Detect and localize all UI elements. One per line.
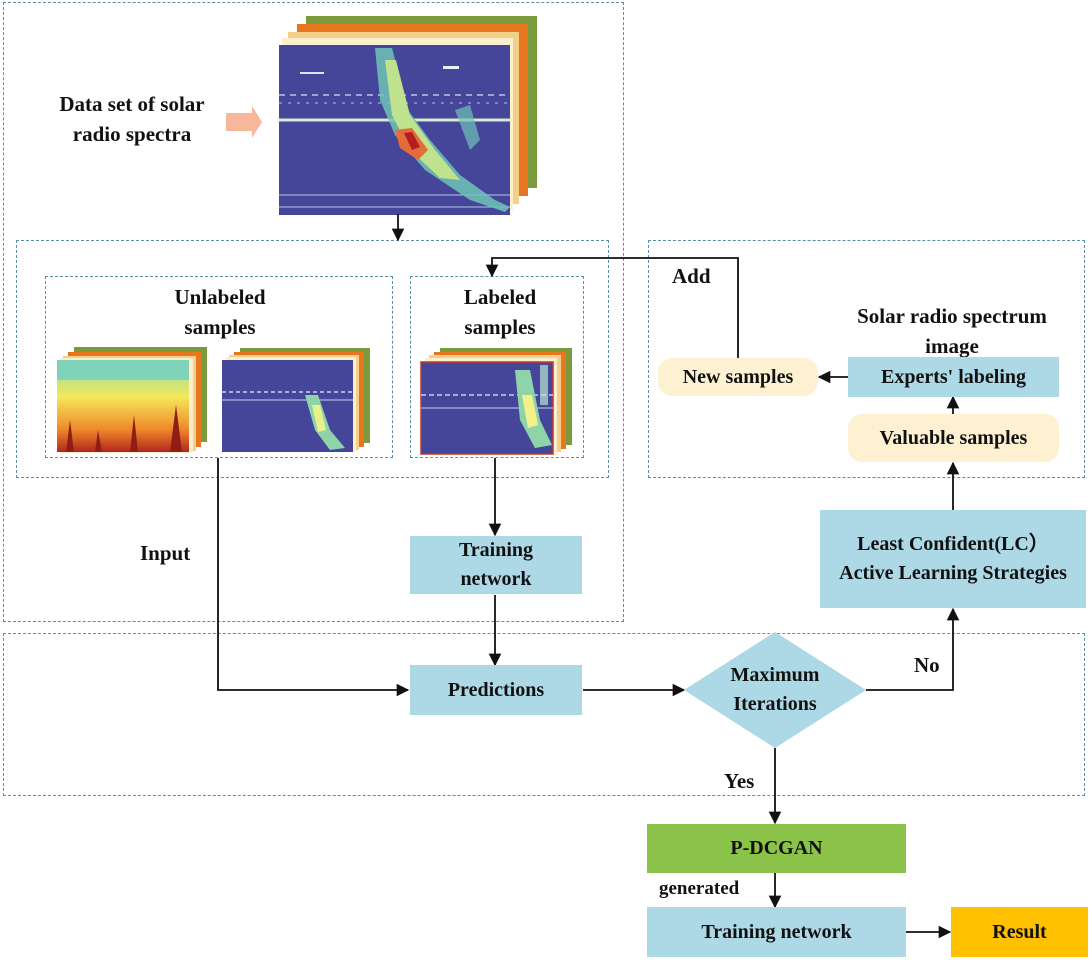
generated-label: generated bbox=[659, 878, 740, 899]
training-network-box-2: Training network bbox=[647, 907, 906, 957]
unlabeled-heatmap-stack bbox=[57, 347, 207, 453]
dataset-image-stack bbox=[279, 16, 537, 215]
labeling-region bbox=[648, 240, 1085, 478]
labeled-spectrum-stack bbox=[420, 348, 572, 455]
unlabeled-region bbox=[45, 276, 393, 458]
pdcgan-box: P-DCGAN bbox=[647, 824, 906, 873]
yes-label: Yes bbox=[724, 769, 755, 793]
training-network-box-1: Training network bbox=[410, 536, 582, 594]
iteration-region bbox=[3, 633, 1085, 796]
samples-region bbox=[16, 240, 609, 478]
predictions-box: Predictions bbox=[410, 665, 582, 715]
new-samples-cylinder: New samples bbox=[658, 358, 818, 396]
no-label: No bbox=[914, 653, 940, 677]
unlabeled-samples-title: Unlabeled samples bbox=[174, 285, 266, 339]
training-region bbox=[3, 2, 624, 622]
valuable-samples-cylinder: Valuable samples bbox=[848, 414, 1059, 462]
max-iterations-diamond bbox=[684, 632, 866, 748]
lc-strategy-box: Least Confident(LC）Active Learning Strat… bbox=[820, 510, 1086, 608]
labeled-samples-title: Labeled samples bbox=[463, 285, 537, 339]
right-arrow-icon bbox=[226, 106, 262, 138]
max-iterations-label: Maximum Iterations bbox=[730, 664, 820, 715]
experts-labeling-box: Experts' labeling bbox=[848, 357, 1059, 397]
dataset-label: Data set of solar radio spectra bbox=[59, 92, 205, 146]
solar-radio-image-label: Solar radio spectrum image bbox=[857, 304, 1047, 358]
input-label: Input bbox=[140, 541, 191, 565]
unlabeled-spectrum-stack bbox=[222, 348, 370, 452]
add-label: Add bbox=[672, 264, 711, 288]
result-box: Result bbox=[951, 907, 1088, 957]
